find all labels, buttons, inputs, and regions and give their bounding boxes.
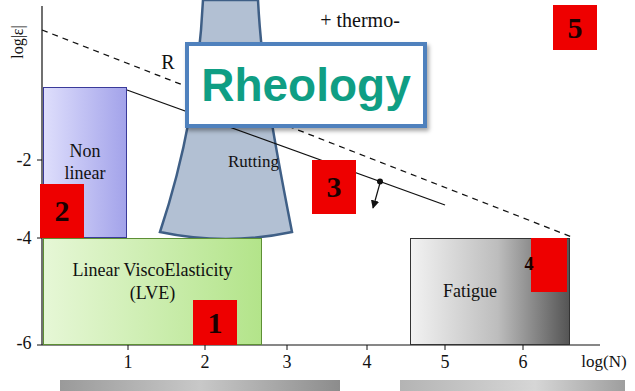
dashed-limit-line (42, 30, 572, 237)
title-box: Rheology (185, 42, 427, 128)
label-holder: R (161, 51, 174, 74)
label-holder: 4 (363, 352, 372, 373)
region-label: Fatigue (443, 281, 537, 303)
callout-number: 2 (40, 184, 84, 238)
label-holder: log|ε| (9, 25, 27, 59)
tick-label: 3 (283, 352, 292, 373)
callout-number: 3 (312, 160, 356, 214)
tick-label: 6 (519, 352, 528, 373)
callout-number-text: 1 (208, 308, 223, 338)
photo-strip (400, 380, 625, 391)
annotation-text: R (161, 51, 174, 74)
callout-number-text: 2 (55, 196, 70, 226)
pointer-arrow (373, 183, 380, 208)
callout-number-text: 3 (327, 172, 342, 202)
callout-number-text: 4 (525, 254, 574, 276)
region-box: Fatigue4 (410, 238, 570, 345)
photo-strip (60, 380, 340, 391)
annotation-text: + thermo- (320, 9, 400, 32)
axis-title: log|ε| (9, 25, 27, 59)
region-label: Non linear (53, 141, 117, 184)
label-holder: 6 (519, 352, 528, 373)
label-holder: log(N) (581, 352, 626, 372)
region-label: Rutting (228, 153, 279, 172)
label-holder: -2 (17, 150, 32, 171)
title-text: Rheology (201, 60, 411, 111)
callout-number-text: 5 (568, 13, 583, 43)
label-holder: + thermo- (320, 9, 400, 32)
callout-number: 4 (531, 238, 567, 292)
tick-label: 5 (441, 352, 450, 373)
callout-number: 1 (193, 300, 237, 345)
label-holder: -6 (17, 333, 32, 354)
label-holder: 5 (441, 352, 450, 373)
callout-number: 5 (553, 5, 597, 50)
label-holder: 3 (283, 352, 292, 373)
label-holder: 1 (124, 352, 133, 373)
tick-label: 1 (124, 352, 133, 373)
label-holder: 2 (201, 352, 210, 373)
region-label: Linear ViscoElasticity (LVE) (55, 259, 251, 304)
tick-label: -2 (17, 150, 32, 171)
axis-title: log(N) (581, 352, 626, 372)
band-outline (115, 80, 447, 237)
tick-label: 2 (201, 352, 210, 373)
tick-label: -4 (17, 228, 32, 249)
tick-label: -6 (17, 333, 32, 354)
label-holder: -4 (17, 228, 32, 249)
tick-label: 4 (363, 352, 372, 373)
